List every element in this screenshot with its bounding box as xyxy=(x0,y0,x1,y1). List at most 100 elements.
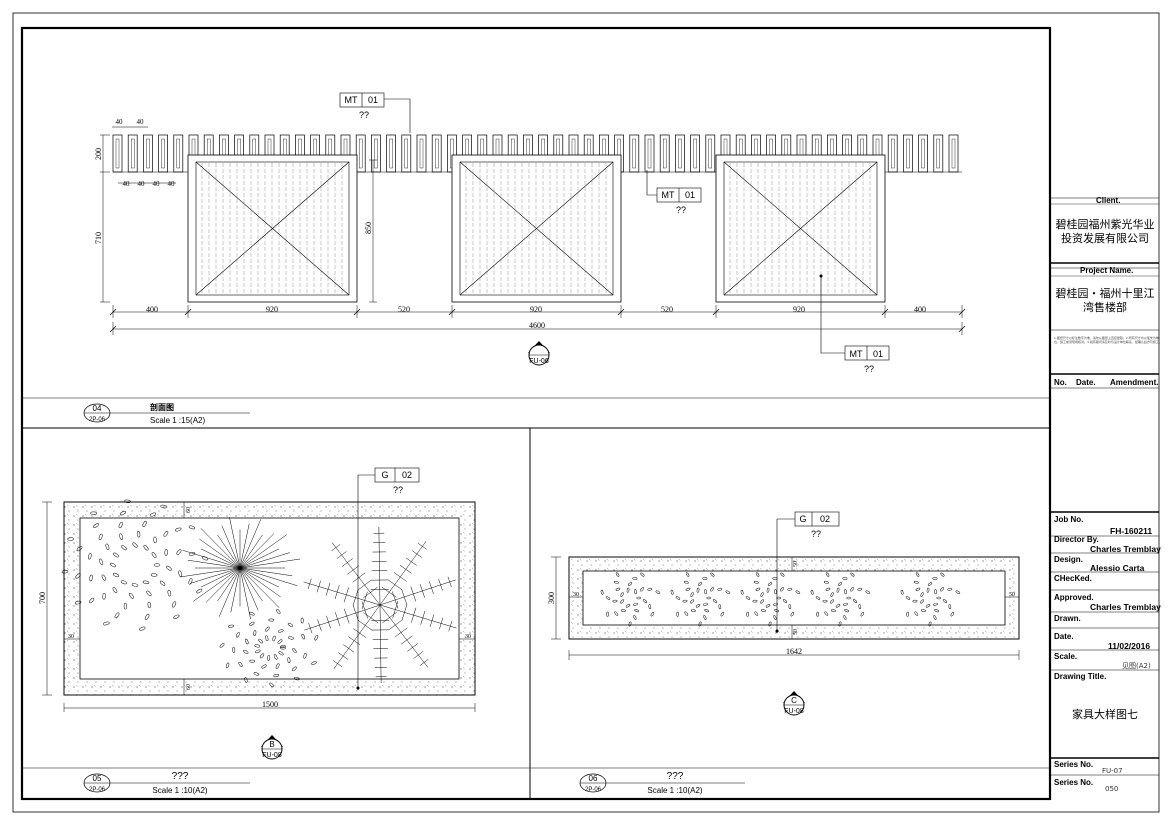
view-a-scale: Scale 1 :15(A2) xyxy=(150,416,205,425)
tag-c-code: G xyxy=(799,514,806,524)
date-value: 11/02/2016 xyxy=(1108,641,1151,651)
slat-groove xyxy=(647,138,652,169)
bench-slats xyxy=(112,134,962,173)
planting-b xyxy=(61,499,457,688)
dim-c-small-2: 50 xyxy=(1009,592,1015,598)
dim-c-small-3: 50 xyxy=(793,629,799,635)
tag-c-note: ?? xyxy=(811,529,821,539)
slat xyxy=(659,134,670,173)
slat-groove xyxy=(891,138,895,169)
slat-groove xyxy=(693,138,697,169)
slat-groove xyxy=(435,138,439,169)
slat-groove xyxy=(419,138,424,169)
view-c-dimension-text: 1642 300 30 50 50 50 xyxy=(547,561,1015,656)
section-b-letter: B xyxy=(269,740,274,749)
scale-value: 见图(A2) xyxy=(1122,662,1151,670)
section-marker-c: C FU-08 xyxy=(783,691,805,716)
section-a-ref: FU-06 xyxy=(529,358,549,365)
slat xyxy=(416,134,427,173)
dim-a-small-bot-1: 40 xyxy=(138,180,146,188)
view-b-num: 05 xyxy=(93,774,102,783)
client-label: Client. xyxy=(1096,196,1121,205)
dim-b-width: 1500 xyxy=(262,700,278,709)
slat xyxy=(386,134,396,173)
slat xyxy=(705,134,716,173)
dim-b-small-0: 60 xyxy=(186,507,192,513)
dim-a-710: 710 xyxy=(94,232,103,244)
section-b-ref: FU-08 xyxy=(262,752,282,759)
scale-label: Scale. xyxy=(1054,652,1078,661)
view-b-dimensions xyxy=(42,501,476,712)
dim-a-850: 850 xyxy=(364,222,373,234)
slat xyxy=(173,134,184,173)
slat xyxy=(158,134,168,173)
drawing-title-value: 家具大样图七 xyxy=(1072,708,1138,721)
approved-value: Charles Tremblay xyxy=(1090,602,1161,612)
view-c-num: 06 xyxy=(589,774,598,783)
slat xyxy=(355,134,366,173)
view-a-ref: 2P-06 xyxy=(89,417,106,423)
slat-groove xyxy=(176,138,181,169)
planter-c xyxy=(568,556,1020,640)
bench-panel xyxy=(715,154,886,303)
slat xyxy=(644,134,655,173)
view-b-scale: Scale 1 :10(A2) xyxy=(152,786,207,795)
amend-no-label: No. xyxy=(1054,378,1067,387)
dim-a-total: 4600 xyxy=(529,321,545,330)
slat-groove xyxy=(161,138,165,169)
dim-a-3: 920 xyxy=(530,305,542,314)
material-tag-g02-c: G 02 ?? xyxy=(775,511,840,633)
dim-a-1: 920 xyxy=(266,305,278,314)
slat-groove xyxy=(146,138,150,169)
tag-a3-note: ?? xyxy=(864,364,874,374)
dim-a-small-top-0: 40 xyxy=(116,118,124,126)
slat-groove xyxy=(115,138,120,169)
date-label: Date. xyxy=(1054,632,1074,641)
planter-b xyxy=(63,501,476,696)
dim-b-small-1: 30 xyxy=(68,634,74,640)
dim-a-6: 400 xyxy=(914,305,926,314)
slat-groove xyxy=(404,138,408,169)
amend-label: Amendment. xyxy=(1110,378,1159,387)
dim-a-200: 200 xyxy=(94,148,103,160)
view-a-dimension-text: 400 920 520 920 520 920 400 4600 200 710… xyxy=(94,118,926,330)
slat-groove xyxy=(951,138,956,169)
section-c-letter: C xyxy=(791,696,797,705)
series-value: FU-07 xyxy=(1102,767,1123,775)
material-tag-mt01-middle: MT 01 ?? xyxy=(646,170,702,215)
dim-a-small-bot-0: 40 xyxy=(123,180,131,188)
sheet-frame xyxy=(12,12,1160,813)
slat-groove xyxy=(374,138,378,169)
dim-a-2: 520 xyxy=(398,305,410,314)
section-a-letter: A xyxy=(536,346,542,355)
slat xyxy=(401,134,412,173)
tag-a1-note: ?? xyxy=(359,110,369,120)
planting-c xyxy=(600,572,961,627)
series2-value: 050 xyxy=(1105,785,1119,793)
slat xyxy=(903,134,913,173)
general-notes: 1.图纸尺寸以标注数字为准，请勿从图纸上直接量取。2.所有尺寸均以毫米为单位，施… xyxy=(1054,336,1162,344)
amend-date-label: Date. xyxy=(1076,378,1096,387)
tag-a2-note: ?? xyxy=(676,205,686,215)
bench-panel xyxy=(451,154,622,303)
slat xyxy=(127,134,138,173)
view-b-ref: 2P-06 xyxy=(89,787,106,793)
section-c-ref: FU-08 xyxy=(784,708,804,715)
view-a-heading: 剖面图 xyxy=(150,402,174,412)
title-block-lines xyxy=(1050,197,1159,776)
slat-groove xyxy=(921,138,925,169)
dim-a-small-bot-2: 40 xyxy=(153,180,161,188)
tag-a3-num: 01 xyxy=(873,349,883,359)
client-name: 碧桂园福州紫光华业投资发展有限公司 xyxy=(1055,218,1155,245)
slat-groove xyxy=(936,138,940,169)
bench-panels xyxy=(187,154,886,303)
view-b-heading: ??? xyxy=(172,771,189,782)
slat-groove xyxy=(130,138,135,169)
dim-a-5: 920 xyxy=(793,305,805,314)
project-label: Project Name. xyxy=(1080,266,1134,275)
slat-groove xyxy=(708,138,712,169)
section-marker-a: A FU-06 xyxy=(528,341,550,366)
dim-a-small-bot-3: 40 xyxy=(168,180,176,188)
slat xyxy=(690,134,700,173)
